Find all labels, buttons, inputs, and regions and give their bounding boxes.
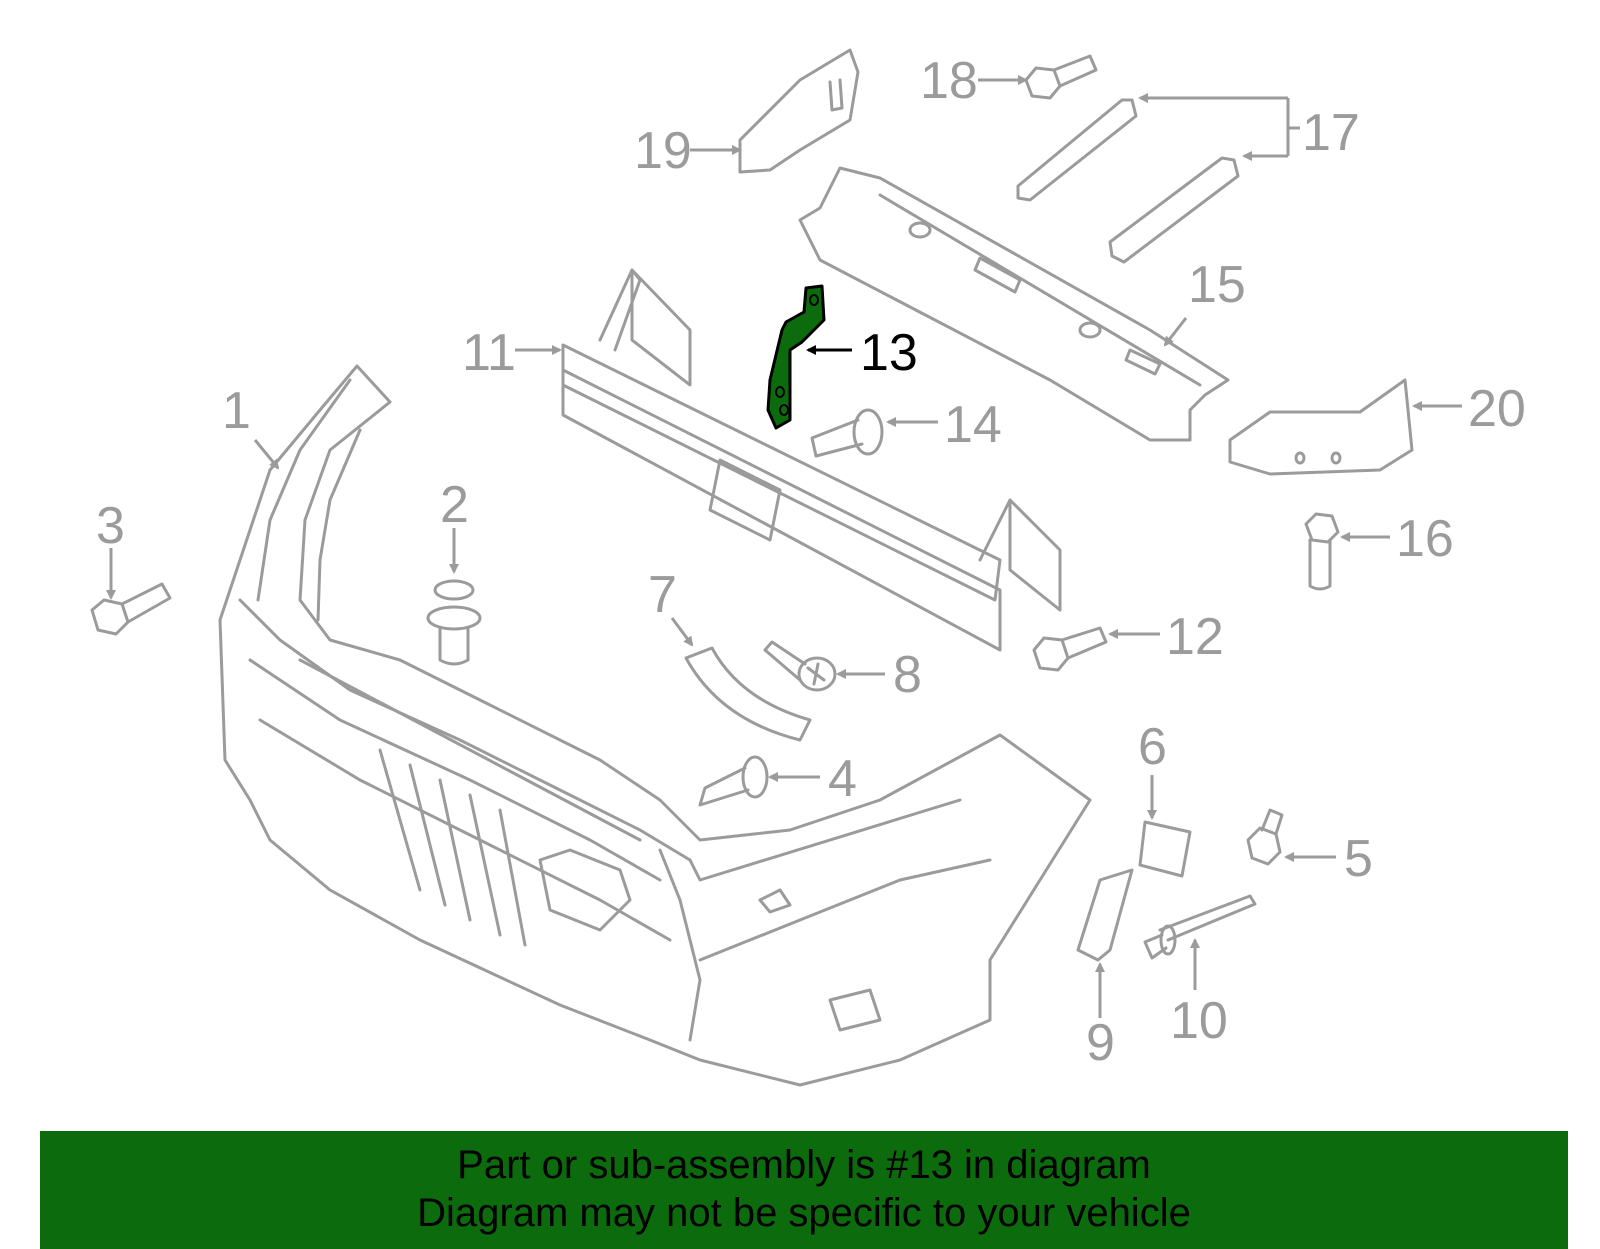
callout-label-12: 12 [1166, 608, 1224, 666]
banner-line-1: Part or sub-assembly is #13 in diagram [457, 1143, 1151, 1187]
callout-label-15: 15 [1188, 256, 1246, 314]
callout-label-18: 18 [920, 52, 978, 110]
bolt-part-16 [1304, 512, 1340, 591]
bracket-part-19 [738, 48, 860, 174]
callout-arrow-15 [1163, 317, 1188, 347]
callout-label-7: 7 [648, 566, 677, 624]
radiator-support-part-15 [798, 166, 1230, 442]
screw-part-8 [763, 640, 837, 692]
clip-part-6 [1138, 820, 1192, 878]
callout-label-14: 14 [944, 396, 1002, 454]
callout-label-5: 5 [1344, 830, 1373, 888]
callout-label-6: 6 [1138, 718, 1167, 776]
callout-label-4: 4 [828, 750, 857, 808]
callout-label-20: 20 [1468, 380, 1526, 438]
callout-arrow-1 [253, 439, 280, 470]
callout-bracket-17 [1286, 98, 1300, 156]
bolt-part-5 [1246, 808, 1284, 866]
parts-diagram: 1 2 3 4 5 6 7 8 9 10 11 12 13 14 15 16 1… [90, 48, 1526, 1087]
bracket-part-13-highlighted[interactable] [766, 284, 826, 430]
banner-line-2: Diagram may not be specific to your vehi… [417, 1191, 1191, 1235]
pin-part-10 [1143, 894, 1257, 960]
callout-label-2: 2 [440, 476, 469, 534]
bumper-beam-part-11 [561, 268, 1062, 652]
bolt-part-3 [90, 582, 172, 636]
brace-part-17b [1108, 156, 1240, 264]
bumper-cover-part [218, 364, 1092, 1087]
bolt-part-12 [1032, 626, 1108, 672]
brace-part-17a [1016, 98, 1138, 202]
callout-label-10: 10 [1170, 992, 1228, 1050]
bolt-part-14 [810, 408, 884, 458]
callout-arrow-7 [670, 617, 694, 647]
callout-label-1: 1 [222, 382, 251, 440]
callout-label-11: 11 [462, 324, 516, 382]
callout-label-17: 17 [1302, 104, 1360, 162]
callout-label-19: 19 [634, 122, 692, 180]
callout-label-13: 13 [860, 324, 918, 382]
push-clip-part [426, 579, 482, 666]
callout-label-16: 16 [1396, 510, 1454, 568]
callout-label-8: 8 [893, 646, 922, 704]
bolt-part-18 [1024, 54, 1098, 100]
screw-part-4 [698, 755, 769, 807]
bracket-part-20 [1228, 378, 1414, 476]
callout-label-9: 9 [1086, 1014, 1115, 1072]
bracket-part-7 [684, 646, 812, 742]
callout-label-3: 3 [96, 497, 125, 555]
info-banner: Part or sub-assembly is #13 in diagram D… [40, 1131, 1568, 1249]
deflector-part-9 [1076, 868, 1134, 962]
